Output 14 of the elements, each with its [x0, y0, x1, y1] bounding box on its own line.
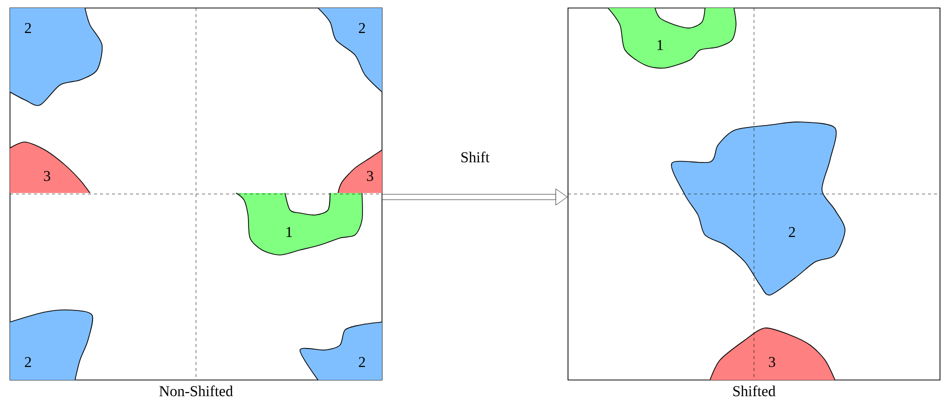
panel-caption: Non-Shifted — [159, 386, 233, 396]
panel-caption: Shifted — [733, 386, 776, 396]
region-blob: 2 — [671, 122, 846, 296]
region-blob: 3 — [10, 142, 90, 194]
region-blob: 2 — [300, 322, 382, 380]
region-blob: 2 — [10, 309, 94, 380]
region-blob: 1 — [608, 8, 736, 69]
region-blob: 3 — [710, 328, 836, 380]
region-blob: 1 — [236, 192, 363, 256]
region-blob: 2 — [10, 8, 103, 106]
edge-label: Shift — [461, 152, 490, 162]
arrow — [382, 188, 568, 206]
region-blob: 2 — [318, 8, 382, 92]
region-blob: 3 — [338, 150, 382, 194]
